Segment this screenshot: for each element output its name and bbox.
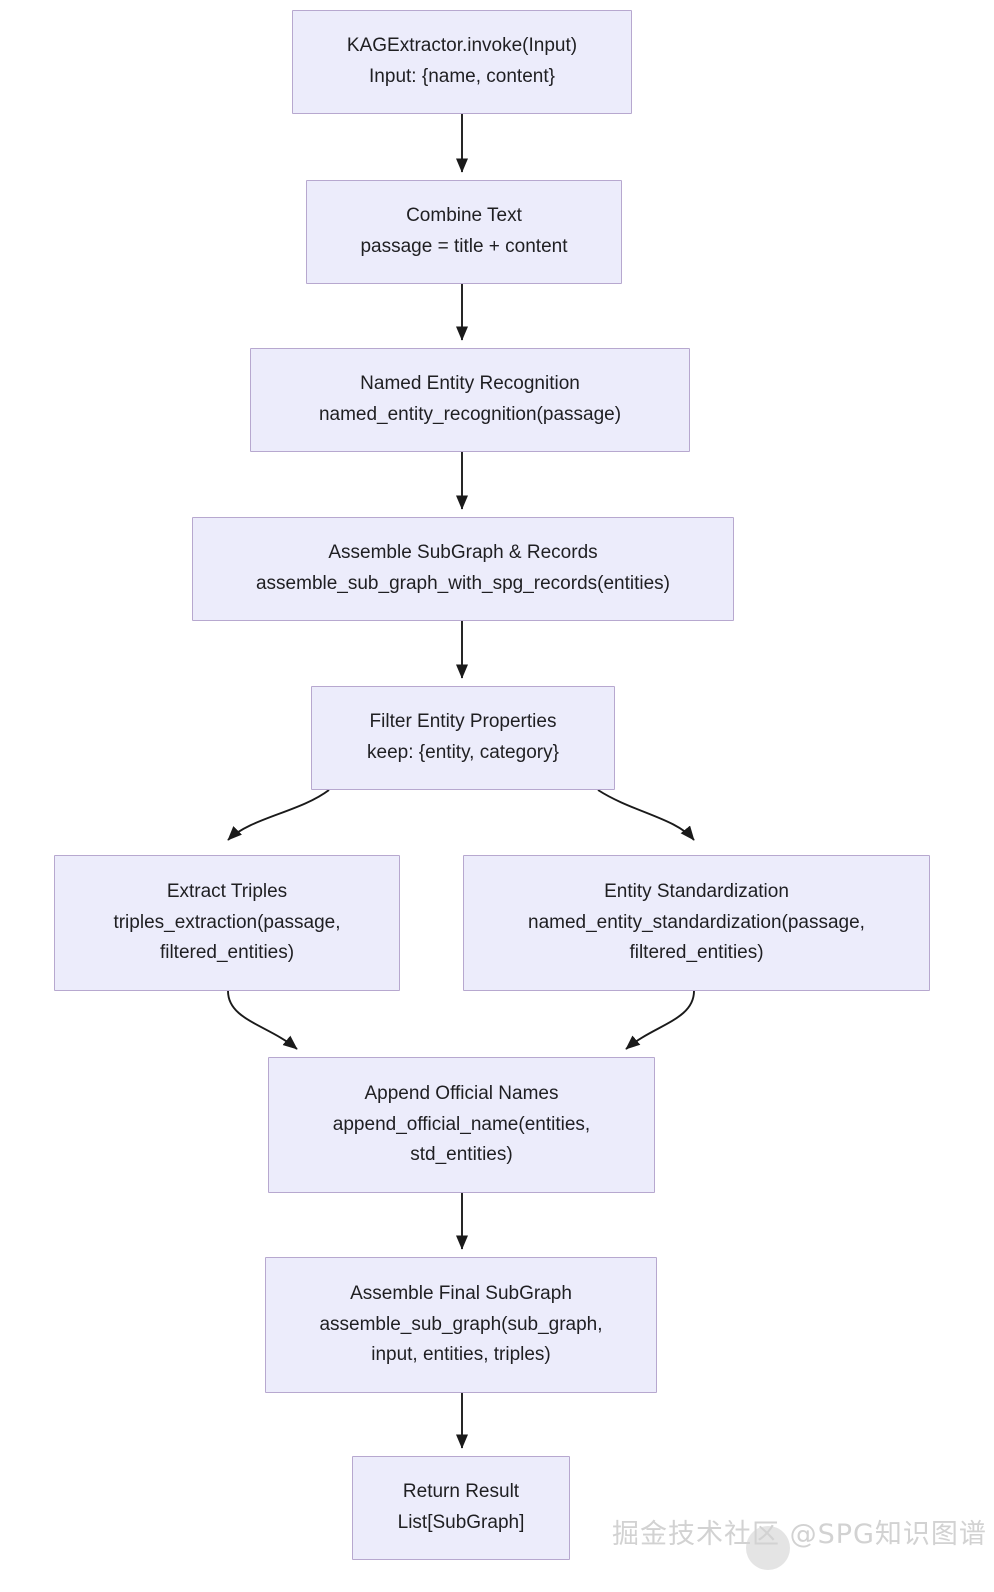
node-named-entity-recognition[interactable]: Named Entity Recognition named_entity_re…	[250, 348, 690, 452]
node-kagextractor-invoke[interactable]: KAGExtractor.invoke(Input) Input: {name,…	[292, 10, 632, 114]
edge-filter-to-standardization	[597, 789, 695, 841]
edge-filter-to-triples	[227, 789, 330, 841]
node-line: Append Official Names	[364, 1082, 559, 1104]
node-line: std_entities)	[410, 1144, 513, 1166]
node-line: Named Entity Recognition	[360, 373, 580, 395]
node-append-official-names[interactable]: Append Official Names append_official_na…	[268, 1057, 655, 1193]
node-line: Input: {name, content}	[369, 66, 555, 87]
node-extract-triples[interactable]: Extract Triples triples_extraction(passa…	[54, 855, 400, 991]
watermark-logo	[746, 1526, 790, 1570]
node-line: passage = title + content	[360, 236, 568, 257]
node-return-result[interactable]: Return Result List[SubGraph]	[352, 1456, 570, 1560]
node-line: assemble_sub_graph(sub_graph,	[319, 1313, 603, 1335]
node-line: Assemble SubGraph & Records	[328, 542, 598, 564]
node-line: append_official_name(entities,	[332, 1113, 591, 1135]
node-line: Return Result	[402, 1481, 520, 1503]
node-line: List[SubGraph]	[397, 1512, 525, 1533]
node-line: Extract Triples	[166, 880, 288, 902]
node-line: named_entity_standardization(passage,	[528, 911, 865, 933]
node-line: assemble_sub_graph_with_spg_records(enti…	[255, 573, 670, 594]
node-line: Assemble Final SubGraph	[350, 1282, 572, 1304]
node-assemble-subgraph-records[interactable]: Assemble SubGraph & Records assemble_sub…	[192, 517, 734, 621]
node-line: KAGExtractor.invoke(Input)	[346, 35, 578, 57]
node-entity-standardization[interactable]: Entity Standardization named_entity_stan…	[463, 855, 930, 991]
edge-triples-to-append-names	[227, 990, 298, 1050]
edge-standardization-to-append-names	[625, 990, 695, 1050]
node-line: input, entities, triples)	[371, 1344, 551, 1366]
node-combine-text[interactable]: Combine Text passage = title + content	[306, 180, 622, 284]
node-filter-entity-properties[interactable]: Filter Entity Properties keep: {entity, …	[311, 686, 615, 790]
watermark-text: 掘金技术社区 @SPG知识图谱	[612, 1519, 987, 1550]
node-line: keep: {entity, category}	[367, 742, 559, 763]
node-line: named_entity_recognition(passage)	[318, 404, 622, 425]
node-line: Combine Text	[406, 205, 522, 227]
node-line: filtered_entities)	[159, 942, 295, 964]
node-line: triples_extraction(passage,	[113, 911, 341, 933]
node-assemble-final-subgraph[interactable]: Assemble Final SubGraph assemble_sub_gra…	[265, 1257, 657, 1393]
node-line: filtered_entities)	[629, 942, 764, 964]
node-line: Entity Standardization	[604, 880, 789, 902]
node-line: Filter Entity Properties	[369, 711, 557, 733]
